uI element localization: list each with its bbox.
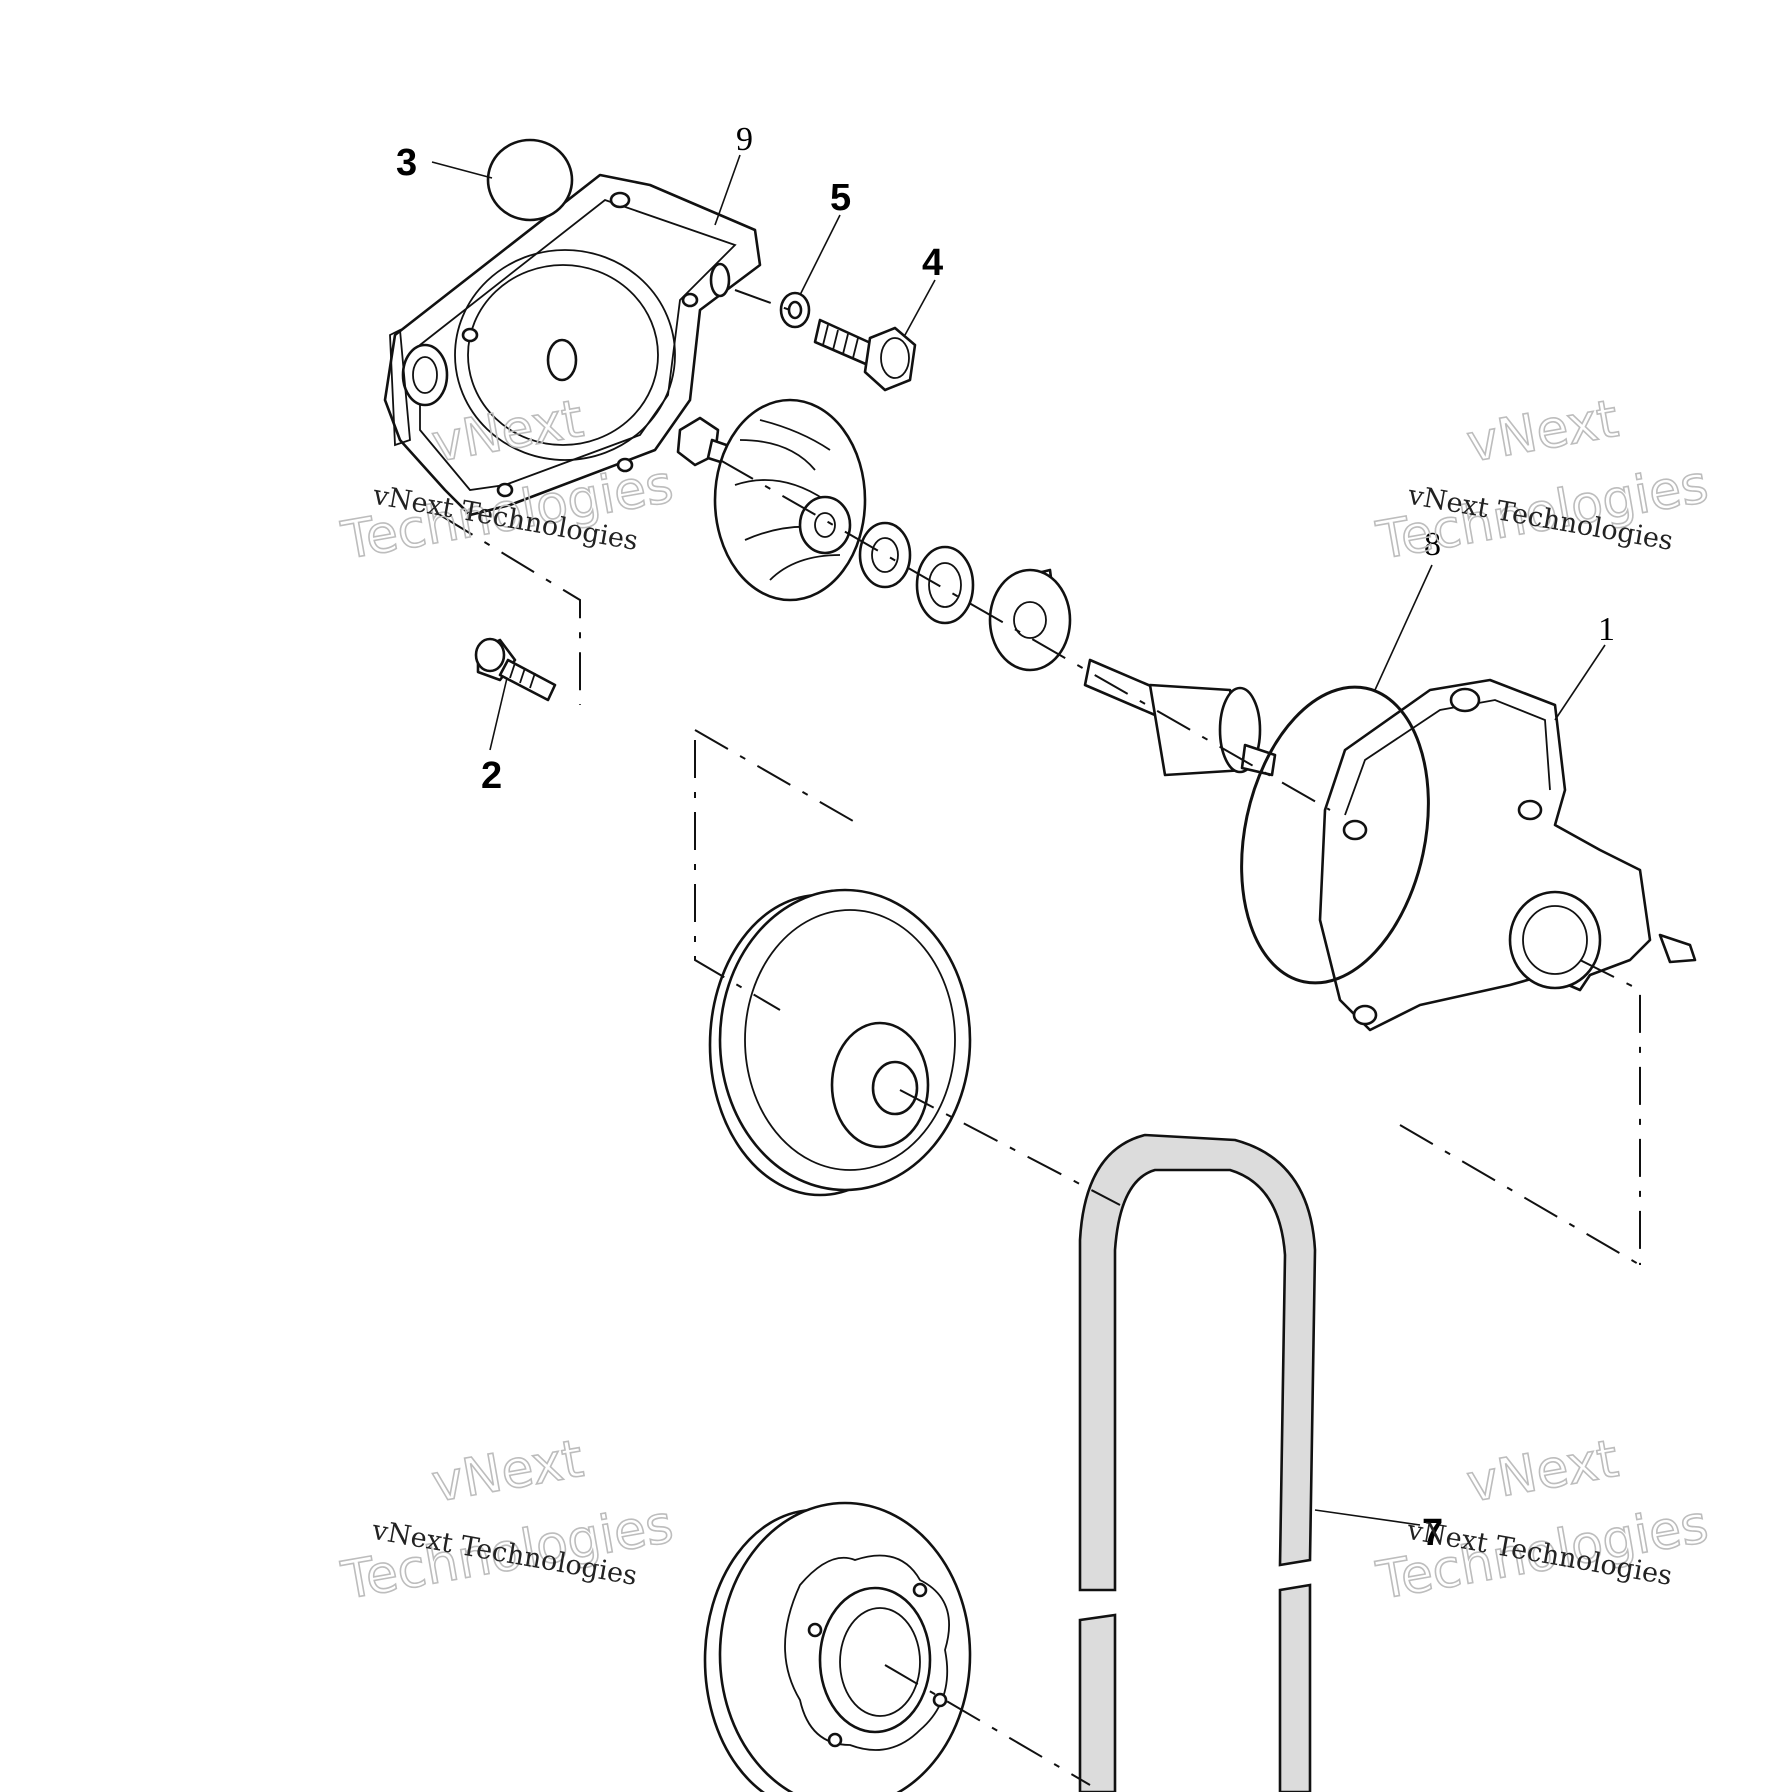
callout-2: 2 bbox=[481, 755, 502, 797]
callout-5: 5 bbox=[830, 177, 851, 219]
assembly-line-5 bbox=[899, 1089, 1121, 1206]
watermark-bottom-right: vNext Technologies vNext Technologies bbox=[1371, 1428, 1713, 1612]
mechanical-seal bbox=[858, 521, 912, 589]
leader-3 bbox=[431, 161, 493, 179]
leader-5 bbox=[799, 214, 841, 296]
svg-text:vNext: vNext bbox=[428, 1429, 588, 1514]
assembly-line-7 bbox=[884, 1664, 1091, 1786]
callout-4: 4 bbox=[922, 242, 943, 284]
assembly-line-4 bbox=[694, 729, 861, 1011]
assembly-line-2 bbox=[719, 459, 1331, 811]
o-ring-small bbox=[486, 138, 574, 222]
leader-9 bbox=[714, 154, 741, 226]
pump-housing bbox=[1318, 678, 1697, 1032]
callout-1: 1 bbox=[1598, 611, 1615, 648]
crankshaft-pulley bbox=[703, 1501, 972, 1792]
leader-2 bbox=[489, 677, 508, 751]
cap-screw bbox=[474, 637, 557, 702]
v-belt bbox=[1078, 1133, 1317, 1792]
svg-text:vNext: vNext bbox=[1463, 1429, 1623, 1514]
pump-pulley bbox=[708, 888, 972, 1197]
callout-3: 3 bbox=[396, 142, 417, 184]
assembly-line-6 bbox=[1399, 959, 1641, 1266]
leader-4 bbox=[904, 279, 936, 336]
leader-7 bbox=[1314, 1509, 1421, 1526]
svg-text:vNext: vNext bbox=[1463, 389, 1623, 474]
watermark-top-right: vNext Technologies vNext Technologies bbox=[1371, 388, 1713, 572]
hex-bolt bbox=[813, 318, 917, 392]
washer bbox=[779, 291, 811, 329]
leader-8 bbox=[1374, 564, 1433, 691]
callout-7: 7 bbox=[1422, 1512, 1443, 1554]
o-ring-large bbox=[1240, 685, 1430, 985]
seal-ring bbox=[988, 568, 1072, 672]
leader-1 bbox=[1554, 644, 1606, 721]
assembly-line-3 bbox=[439, 514, 581, 705]
pump-cover bbox=[383, 173, 762, 517]
assembly-line-1 bbox=[734, 289, 791, 311]
oil-seal bbox=[915, 545, 975, 625]
watermark-bottom-left: vNext Technologies vNext Technologies bbox=[336, 1428, 678, 1612]
callout-9: 9 bbox=[736, 121, 753, 158]
pump-shaft-bearing bbox=[1083, 658, 1277, 777]
callout-8: 8 bbox=[1424, 526, 1441, 563]
